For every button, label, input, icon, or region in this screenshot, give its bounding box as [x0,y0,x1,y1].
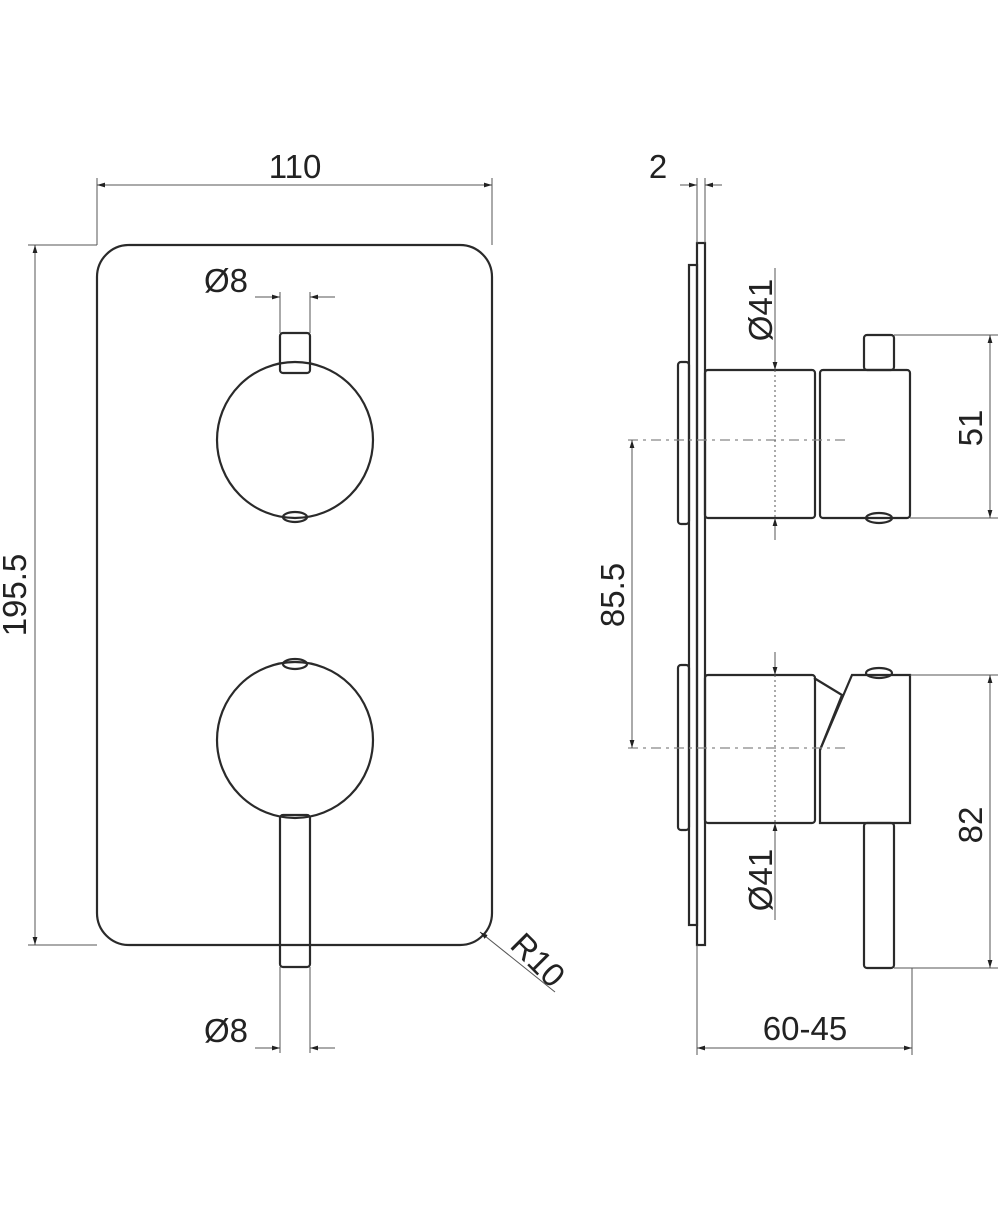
side-view: 2 Ø41 Ø41 51 85.5 [594,148,998,1055]
plate-thickness-dimension: 2 [649,148,722,243]
top-flange [676,360,691,526]
bottom-diameter-dimension: Ø41 [742,652,779,920]
centers-distance-label: 85.5 [594,563,631,627]
top-diameter-label: Ø41 [742,279,779,341]
width-label: 110 [269,148,322,185]
width-dimension: 110 [96,148,493,245]
top-knob [215,331,375,524]
side-plate [695,241,707,947]
bottom-pin-label: Ø8 [204,1012,248,1049]
plate-backing [687,263,699,927]
top-diameter-dimension: Ø41 [742,268,779,540]
bottom-handle-height-label: 82 [952,807,989,844]
bottom-body-side [703,666,912,970]
height-label: 195.5 [0,554,33,637]
plate-thickness-label: 2 [649,148,667,185]
front-view: 110 195.5 Ø8 Ø8 R10 [0,148,573,1053]
bottom-knob [215,657,375,969]
bottom-pin-dimension: Ø8 [204,967,335,1053]
depth-dimension: 60-45 [696,945,913,1055]
top-knob-height-dimension: 51 [894,334,998,519]
top-knob-height-label: 51 [952,410,989,447]
bottom-handle-height-dimension: 82 [894,674,998,969]
radius-label: R10 [504,925,573,994]
radius-callout: R10 [479,925,573,994]
top-body-side [703,333,912,525]
bottom-diameter-label: Ø41 [742,849,779,911]
top-pin-dimension: Ø8 [204,262,335,333]
height-dimension: 195.5 [0,244,97,946]
top-pin-label: Ø8 [204,262,248,299]
depth-label: 60-45 [763,1010,847,1047]
centers-distance-dimension: 85.5 [594,440,635,748]
cover-plate [95,243,494,947]
